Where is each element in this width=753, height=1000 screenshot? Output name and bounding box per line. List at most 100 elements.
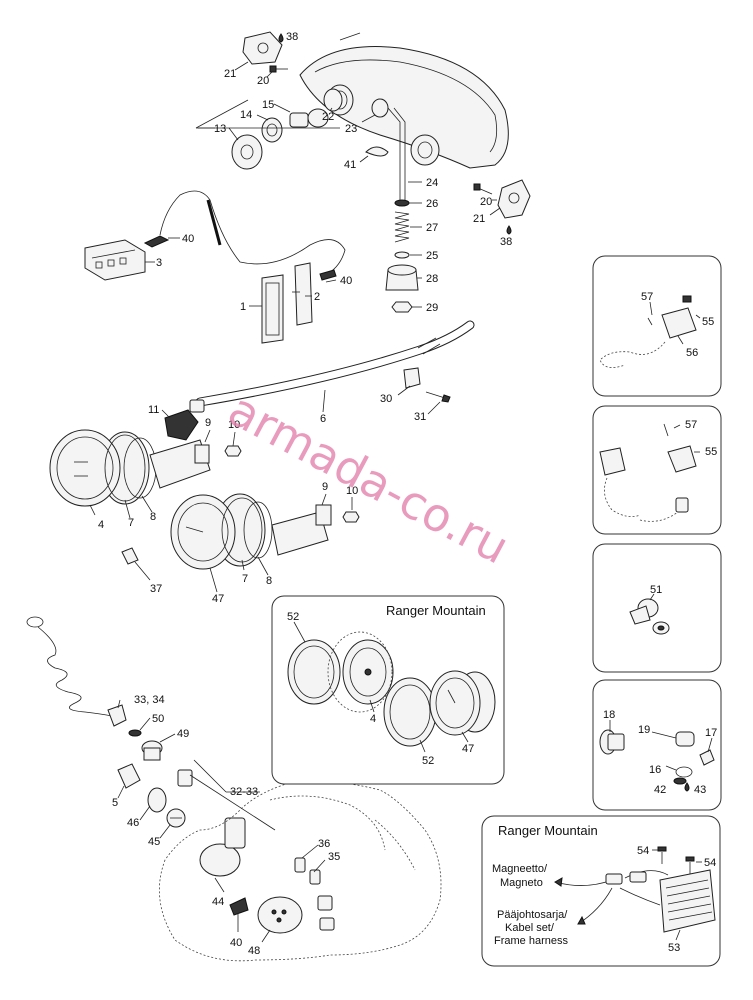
callout: 8 (266, 575, 272, 587)
screw-54a (657, 846, 667, 864)
switch-46 (147, 787, 167, 813)
callout: 4 (370, 713, 376, 725)
callout: 9 (322, 481, 328, 493)
callout: 7 (242, 573, 248, 585)
sealant-drop-icon (684, 782, 690, 792)
callout: 2 (314, 291, 320, 303)
speedometer-gauge-4 (49, 429, 150, 507)
callout: 40 (340, 275, 352, 287)
bolt-31 (425, 391, 451, 403)
callout: 54 (637, 845, 649, 857)
ignition-44 (199, 817, 246, 877)
tether-cord-33-34 (26, 616, 127, 727)
terminal-40a (143, 235, 170, 248)
callout: 29 (426, 302, 438, 314)
callout: 21 (473, 213, 485, 225)
callout: 22 (322, 111, 334, 123)
callout: 4 (98, 519, 104, 531)
tachometer-47b (429, 670, 496, 736)
ranger-mountain-gauge-panel: Ranger Mountain 52 4 52 47 (271, 595, 505, 785)
screw-20b (473, 183, 493, 195)
side-panel-2: 57 55 (592, 405, 722, 535)
panel-title: Ranger Mountain (386, 603, 486, 618)
speedo-wire (159, 190, 346, 276)
connector-40c (229, 897, 249, 916)
callout: 18 (603, 709, 615, 721)
headlight-bracket-left (242, 31, 283, 65)
callout: 30 (380, 393, 392, 405)
callout: 1 (240, 301, 246, 313)
callout: 46 (127, 817, 139, 829)
cap-45 (166, 808, 186, 828)
side-panel-3: 51 (592, 543, 722, 673)
screw-20a (269, 65, 288, 73)
callout: 33, 34 (134, 694, 165, 706)
panel-title-2: Ranger Mountain (498, 823, 598, 838)
callout: 47 (462, 743, 474, 755)
callout: 7 (128, 517, 134, 529)
washer-25 (394, 251, 410, 259)
switch-48 (257, 896, 303, 934)
callout: 52 (422, 755, 434, 767)
callout: 52 (287, 611, 299, 623)
callout: 57 (641, 291, 653, 303)
callout: 25 (426, 250, 438, 262)
callout: 32-33 (230, 786, 258, 798)
callout: 53 (668, 942, 680, 954)
tachometer-47 (170, 493, 266, 570)
speedometer-face-4 (327, 631, 394, 713)
regulator-53 (605, 869, 716, 933)
gasket-42 (673, 777, 687, 785)
switch-32-33 (177, 769, 276, 831)
ignition-switch-51 (629, 598, 670, 635)
bracket-2 (292, 262, 313, 326)
callout: 38 (286, 31, 298, 43)
washer-26 (394, 199, 410, 207)
rubber-boot-13 (231, 134, 263, 170)
callout: 20 (480, 196, 492, 208)
callout: 26 (426, 198, 438, 210)
callout: 23 (345, 123, 357, 135)
nut-29 (391, 301, 413, 313)
socket-22 (323, 88, 343, 112)
callout: 49 (177, 728, 189, 740)
callout: 38 (500, 236, 512, 248)
callout: 10 (346, 485, 358, 497)
side-panel-1: 57 55 56 (592, 255, 722, 397)
screw-54b (685, 856, 695, 874)
callout: 55 (705, 446, 717, 458)
connector-3 (84, 239, 146, 281)
callout-labels: 38 21 20 15 14 13 22 23 41 24 26 27 25 2… (98, 31, 512, 957)
ring-16 (675, 766, 693, 778)
ring-50 (128, 729, 142, 737)
callout: 5 (112, 797, 118, 809)
callout: 19 (638, 724, 650, 736)
clip-41 (365, 146, 389, 157)
ranger-mountain-regulator-panel: Ranger Mountain Magneetto/ Magneto Pääjo… (481, 815, 721, 967)
callout: 54 (704, 857, 716, 869)
callout: 10 (228, 419, 240, 431)
callout: 28 (426, 273, 438, 285)
loctite-drop-icon-2 (506, 225, 512, 235)
callout: 13 (214, 123, 226, 135)
switch-5 (117, 763, 141, 789)
callout: 27 (426, 222, 438, 234)
switch-49 (141, 740, 163, 761)
bulb-15 (289, 108, 329, 128)
bulb-holder-14 (261, 117, 283, 143)
callout: 6 (320, 413, 326, 425)
wire-sleeve (206, 199, 222, 246)
watermark: armada-co.ru (220, 382, 518, 575)
cable-end-11 (164, 399, 205, 441)
callout: 36 (318, 838, 330, 850)
bezel-52 (287, 639, 341, 705)
callout: 24 (426, 177, 438, 189)
callout: 45 (148, 836, 160, 848)
callout: 40 (182, 233, 194, 245)
callout: 21 (224, 68, 236, 80)
callout: 43 (694, 784, 706, 796)
callout: 17 (705, 727, 717, 739)
bracket-9 (149, 439, 211, 489)
adjuster-rod-24 (387, 107, 406, 205)
